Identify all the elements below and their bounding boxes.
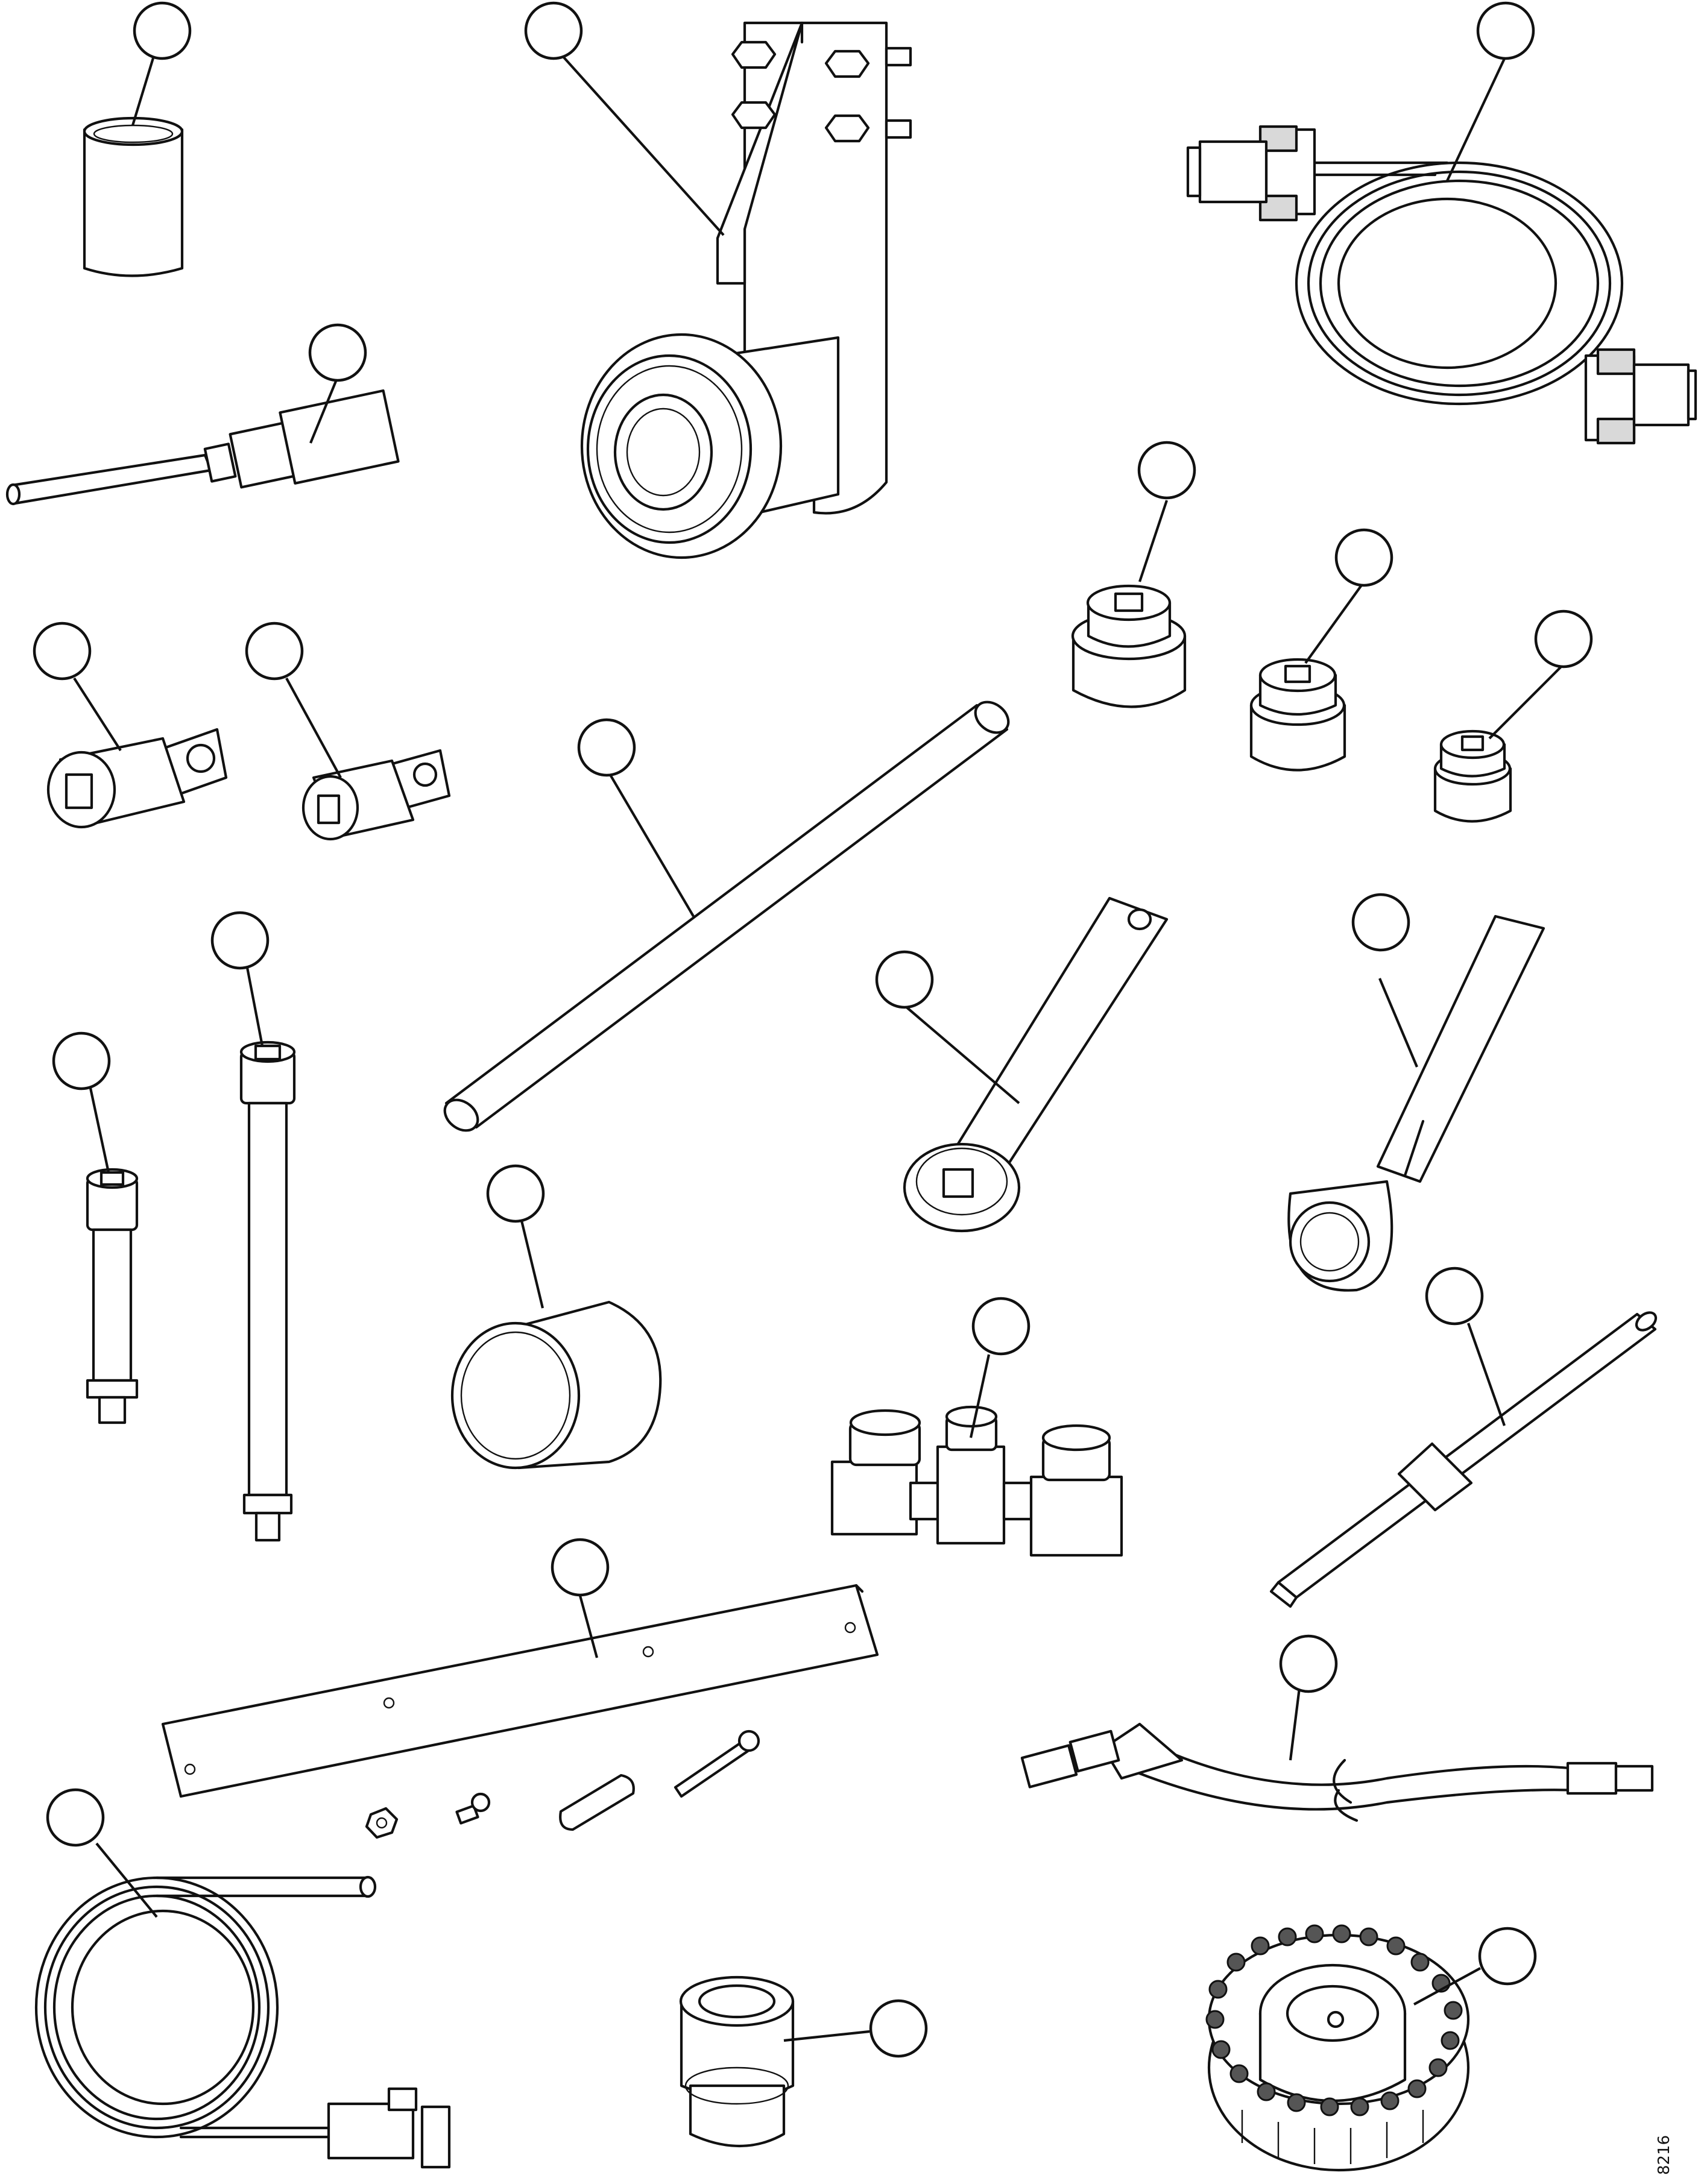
tool-probe-adapter: [5, 389, 400, 506]
tool-drive-adapter-large: [46, 728, 228, 829]
callout-2: [524, 1, 583, 60]
callout-18: [551, 1538, 610, 1597]
callouts: [33, 1, 1593, 2058]
callout-8: [33, 622, 92, 681]
tool-hose-assembly: [1020, 1722, 1654, 1822]
tool-long-tube: [443, 700, 1010, 1132]
tool-small-socket: [1433, 729, 1512, 823]
tool-long-extension: [239, 1040, 296, 1542]
callout-9: [245, 622, 304, 681]
callout-1: [133, 1, 192, 60]
tool-spline-socket: [679, 1975, 795, 2147]
tool-box-end-wrench: [1287, 914, 1545, 1292]
tool-large-socket: [1071, 584, 1187, 708]
tool-short-extension: [86, 1168, 139, 1424]
tool-sleeve-driver: [83, 116, 184, 277]
callout-3: [1476, 1, 1535, 60]
leader-lines: [73, 55, 1563, 2042]
callout-15: [486, 1164, 545, 1223]
art-id-label: 8216: [1655, 2135, 1673, 2175]
callout-7: [1534, 609, 1593, 669]
callout-16: [971, 1297, 1030, 1356]
tool-coiled-tube: [34, 1875, 451, 2169]
callout-17: [1425, 1267, 1484, 1326]
callout-11: [875, 950, 934, 1009]
callout-20: [46, 1788, 105, 1847]
tool-serial-data-cable: [1186, 125, 1697, 445]
callout-5: [1137, 441, 1196, 500]
tool-support-bracket: [580, 21, 912, 559]
callout-10: [577, 718, 636, 777]
callout-12: [1351, 893, 1410, 952]
tool-adapter-fitting-set: [830, 1405, 1123, 1557]
callout-19: [1279, 1634, 1338, 1693]
callout-13: [210, 911, 270, 970]
callout-14: [52, 1031, 111, 1090]
callout-4: [308, 323, 367, 382]
tool-medium-socket: [1249, 658, 1346, 772]
tool-spanner-wrench: [903, 896, 1169, 1233]
tool-bolt-ring-fixture: [1205, 1924, 1470, 2172]
tool-drive-adapter-small: [301, 749, 451, 841]
tool-rod: [1269, 1311, 1658, 1608]
tool-sleeve: [450, 1300, 662, 1470]
tool-bar-kit: [161, 1584, 879, 1839]
callout-21: [869, 1999, 928, 2058]
callout-6: [1334, 528, 1393, 587]
callout-22: [1478, 1927, 1537, 1986]
